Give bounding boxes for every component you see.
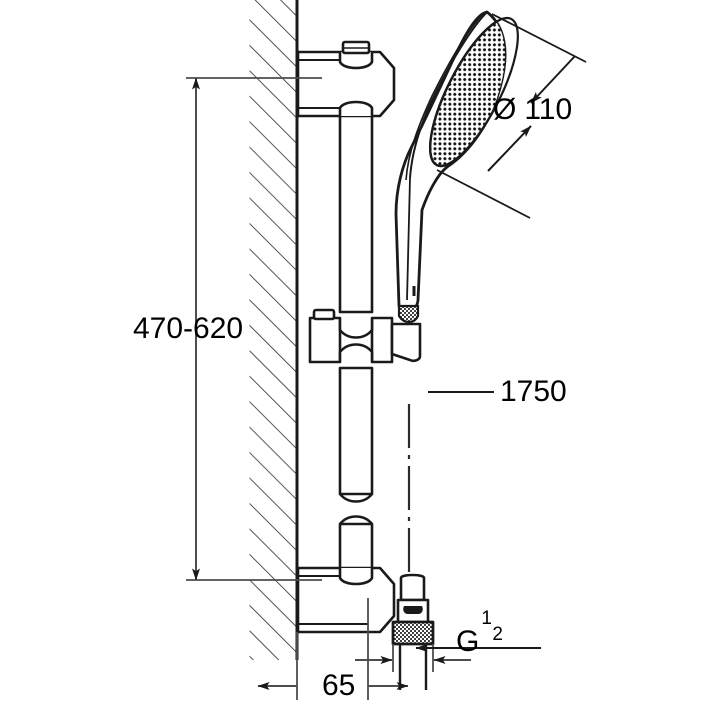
hand-shower	[394, 10, 519, 324]
thread-prefix: G	[456, 625, 480, 658]
thread-denominator: 2	[492, 624, 503, 645]
wall-offset-label: 65	[322, 669, 356, 702]
wall-offset-dimension	[257, 598, 409, 700]
connector-width-dimension	[355, 644, 471, 672]
rail-height-dimension	[186, 77, 322, 581]
diameter-symbol: Ø	[493, 93, 517, 126]
slide-rail	[338, 86, 374, 594]
top-wall-bracket	[296, 40, 396, 118]
hose-connector	[391, 573, 435, 690]
head-diameter-value: 110	[524, 93, 573, 126]
thread-numerator: 1	[481, 608, 492, 629]
rail-slider-holder	[308, 308, 422, 364]
rail-height-label: 470-620	[133, 312, 244, 345]
head-diameter-dimension	[436, 13, 587, 219]
wall-section	[246, 0, 299, 660]
bottom-wall-bracket	[296, 566, 396, 634]
hose-length-label: 1750	[500, 375, 567, 408]
